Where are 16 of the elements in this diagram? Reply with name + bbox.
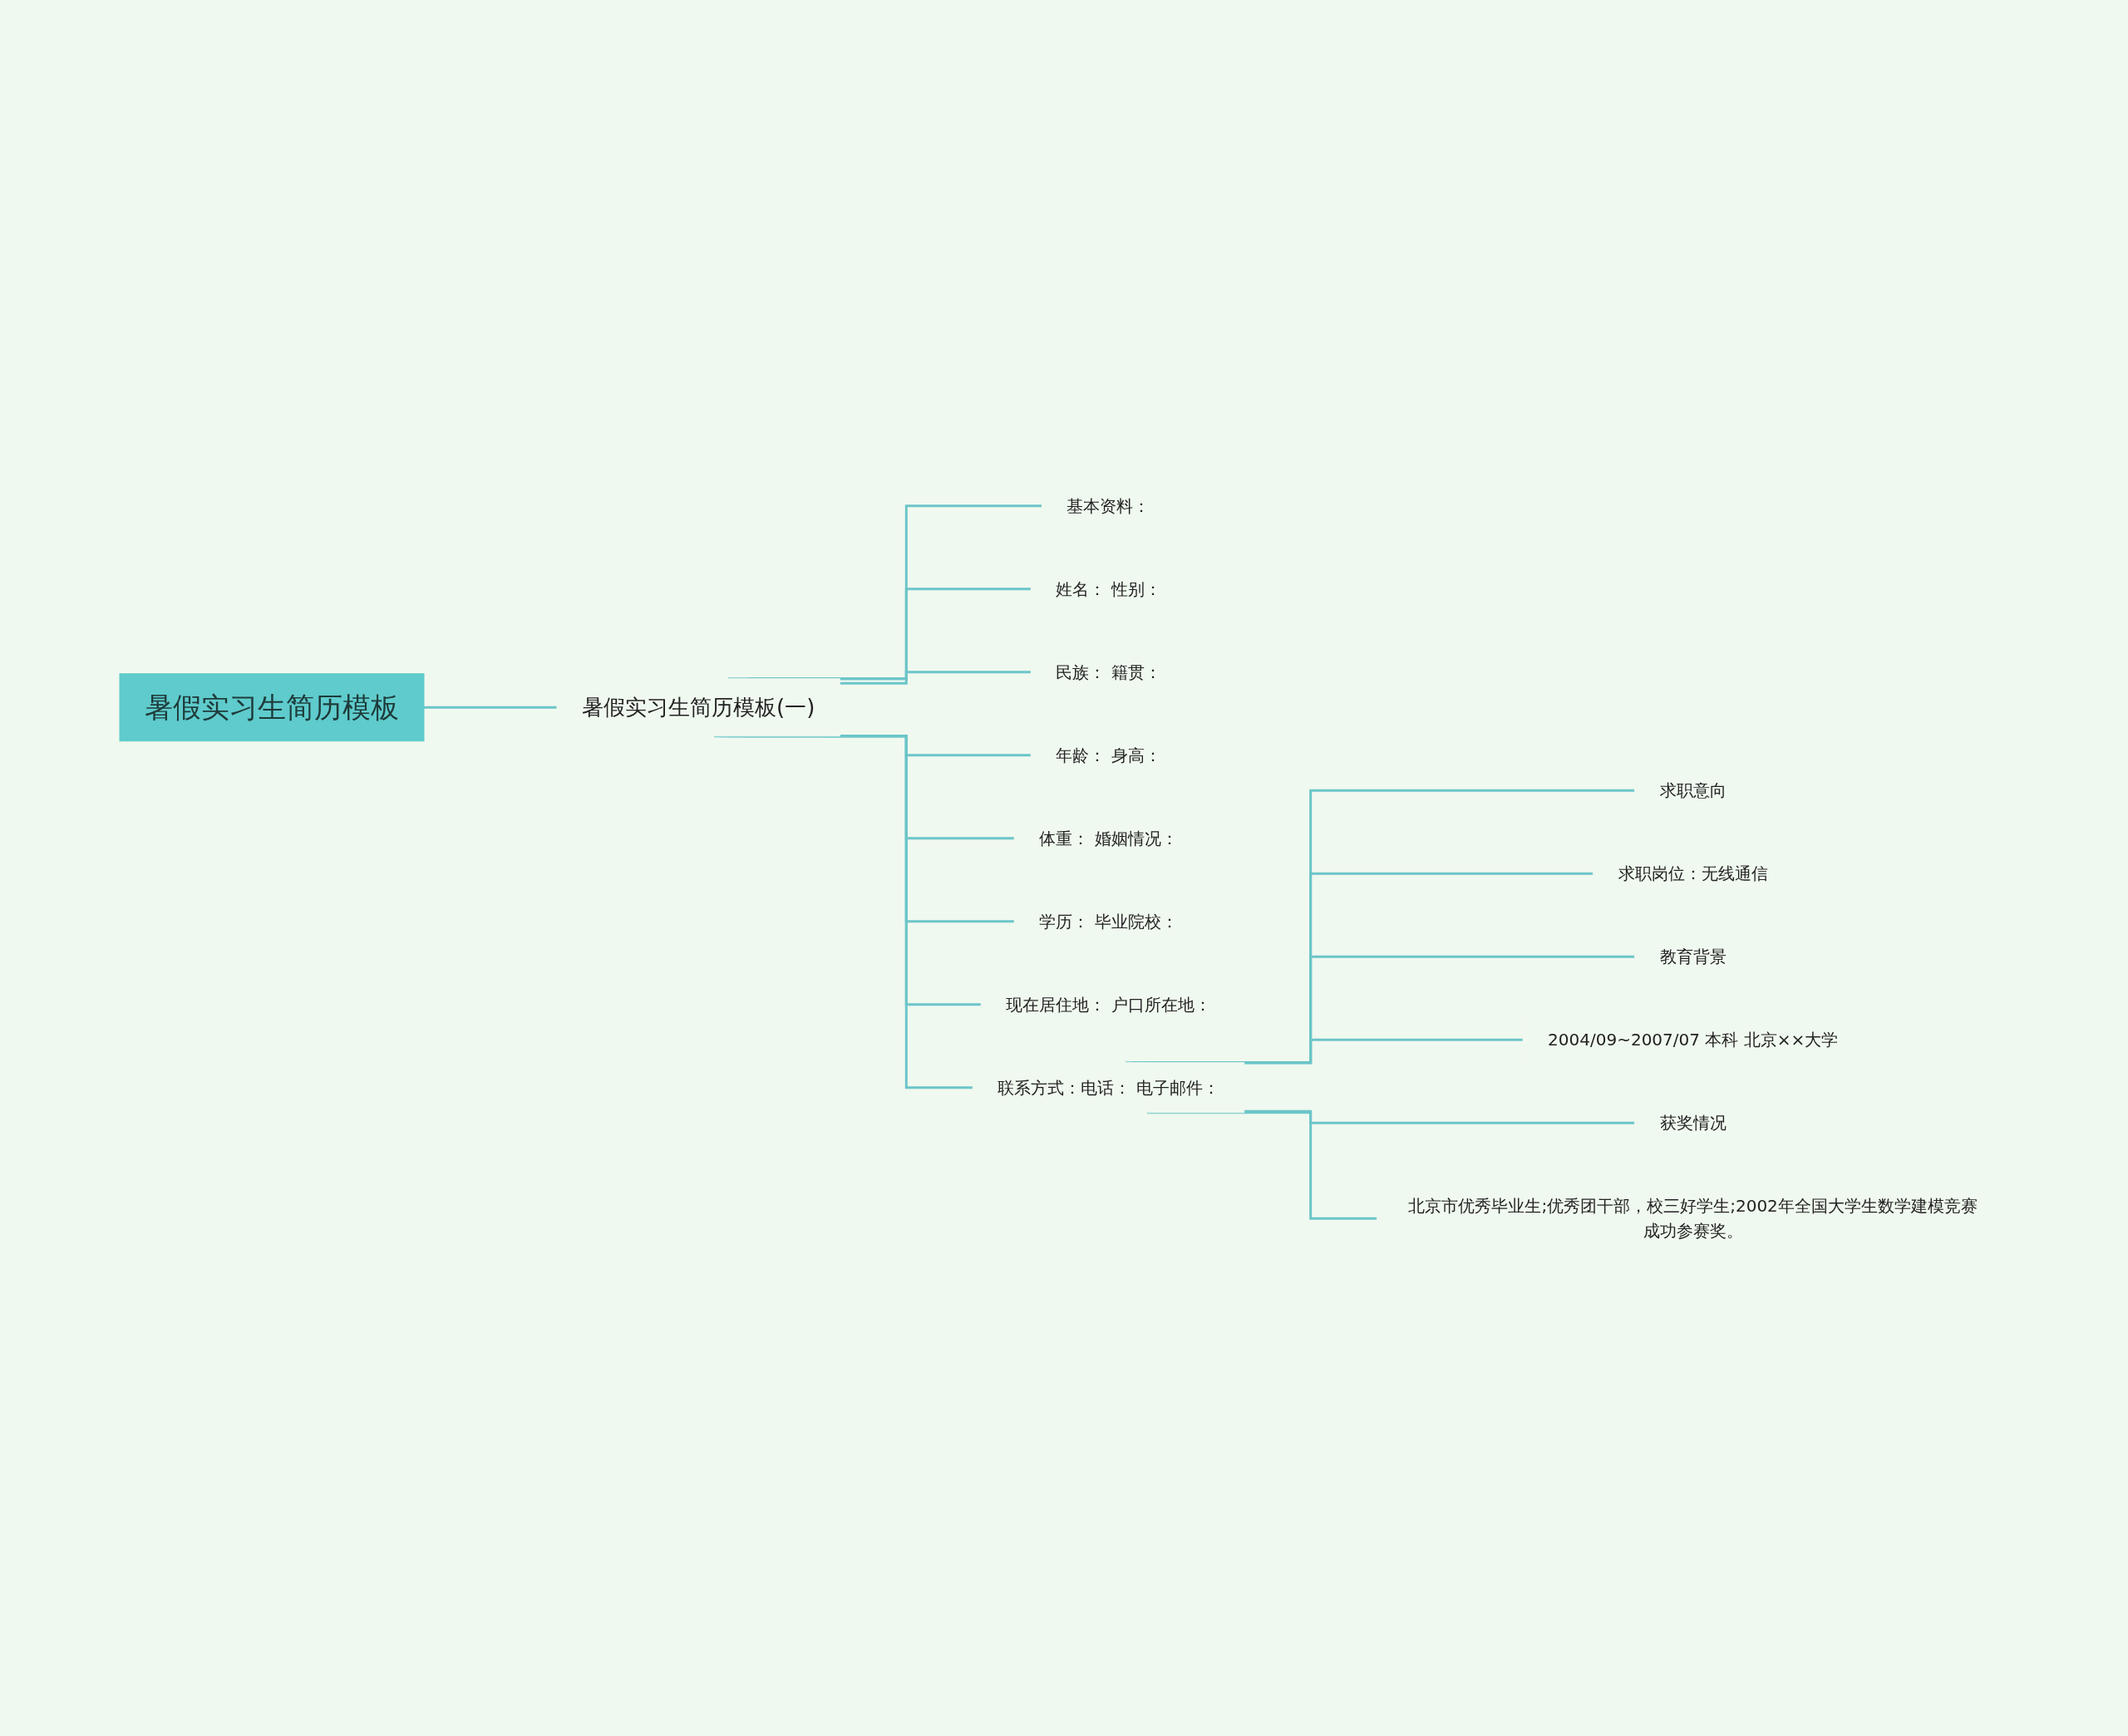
connector (1146, 1110, 1378, 1220)
node-text: 2004/09~2007/07 本科 北京××大学 (1547, 1029, 1838, 1050)
node-text: 求职意向 (1659, 779, 1727, 800)
node-text: 基本资料： (1066, 495, 1150, 516)
node-text: 求职岗位：无线通信 (1618, 863, 1768, 883)
node-text: 学历： 毕业院校： (1038, 911, 1178, 932)
node-text: 年龄： 身高： (1055, 745, 1161, 765)
node-box: 暑假实习生简历模板 (119, 672, 425, 741)
node-text: 教育背景 (1659, 946, 1727, 966)
node-text: 北京市优秀毕业生;优秀团干部，校三好学生;2002年全国大学生数学建模竞赛成功参赛奖。 (1408, 1195, 1978, 1241)
node-text: 体重： 婚姻情况： (1038, 828, 1178, 848)
node-text: 姓名： 性别： (1055, 578, 1161, 599)
node-text: 现在居住地： 户口所在地： (1005, 994, 1211, 1015)
node-text: 民族： 籍贯： (1055, 661, 1161, 682)
node-text: 获奖情况 (1659, 1112, 1727, 1133)
connector (1244, 1109, 1636, 1124)
